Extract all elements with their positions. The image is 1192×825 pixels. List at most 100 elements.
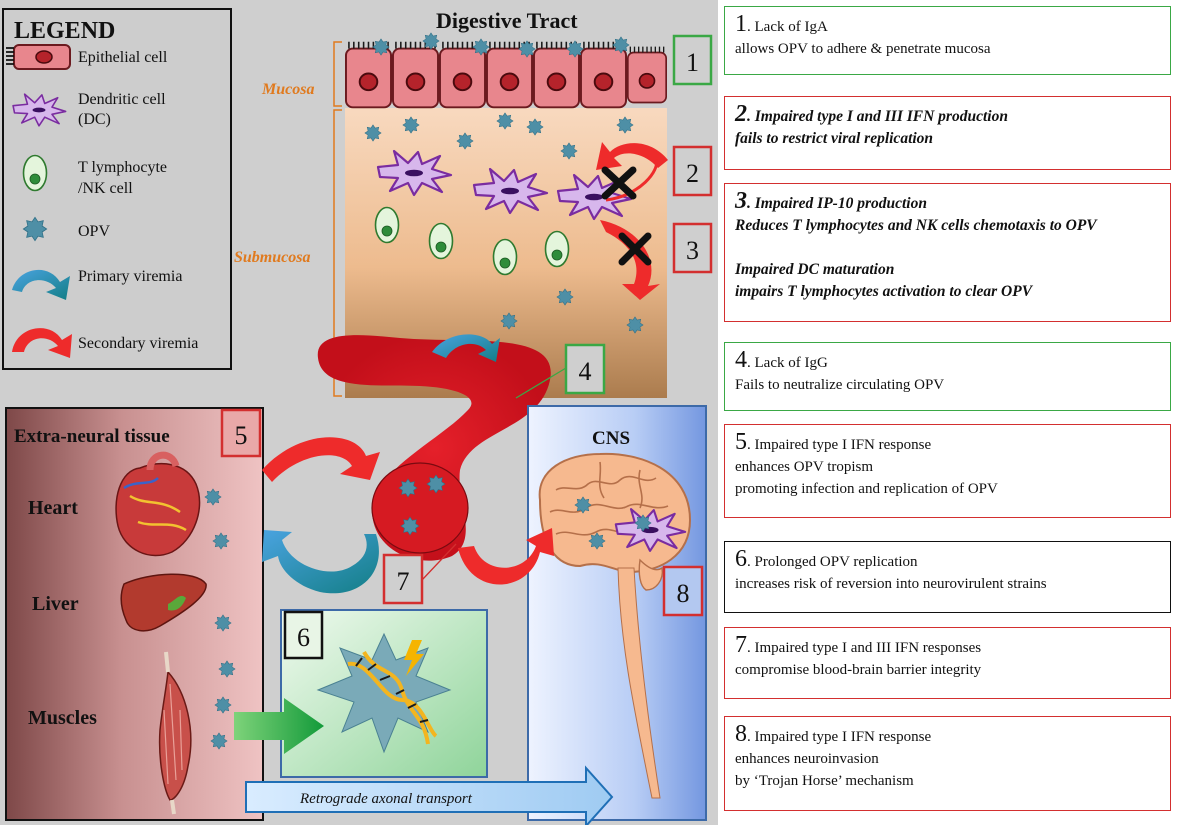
pathogenesis-diagram: LEGEND Epithelial cell Dendritic cell (D… [2, 8, 713, 825]
extra-neural-title: Extra-neural tissue [14, 426, 170, 447]
legend-label-primary: Primary viremia [78, 268, 182, 285]
opv-particle [426, 474, 446, 494]
dna-mutation-icon [347, 640, 438, 745]
blocked-ifn-arrow [596, 142, 668, 170]
note-line: . Impaired type I and III IFN production [747, 108, 1008, 125]
marker-5: 5 [220, 408, 262, 458]
legend-label-nk: /NK cell [78, 180, 133, 197]
note-line: . Impaired IP-10 production [747, 195, 927, 212]
svg-text:8: 8 [677, 579, 690, 608]
note-box-4: 4. Lack of IgG Fails to neutralize circu… [724, 342, 1171, 411]
marker-2: 2 [672, 145, 713, 197]
secondary-viremia-arrow-cns [458, 528, 554, 585]
note-line: Reduces T lymphocytes and NK cells chemo… [735, 217, 1097, 234]
legend-label-tcell: T lymphocyte [78, 159, 167, 176]
digestive-tract-title: Digestive Tract [436, 8, 578, 33]
retrograde-label: Retrograde axonal transport [299, 791, 473, 807]
legend-title: LEGEND [14, 18, 115, 44]
marker-7: 7 [382, 553, 424, 605]
opv-particle [588, 532, 606, 550]
note-line: Fails to neutralize circulating OPV [735, 377, 945, 393]
svg-text:5: 5 [235, 421, 248, 450]
note-line: . Prolonged OPV replication [747, 554, 918, 570]
organ-label-muscles: Muscles [28, 707, 97, 729]
note-line: fails to restrict viral replication [735, 130, 934, 147]
note-line: allows OPV to adhere & penetrate mucosa [735, 41, 991, 57]
note-line: enhances neuroinvasion [735, 751, 879, 767]
epithelial-layer [345, 40, 667, 109]
secondary-viremia-arrow-extra-neural [262, 437, 380, 482]
marker-4: 4 [564, 343, 606, 395]
diagram-area: LEGEND Epithelial cell Dendritic cell (D… [0, 0, 718, 825]
t-lymphocyte [374, 206, 400, 244]
marker-6: 6 [283, 610, 324, 660]
mucosa-label: Mucosa [261, 81, 314, 98]
liver-icon [120, 573, 207, 632]
retrograde-transport-arrow [245, 765, 614, 825]
note-number: 4 [735, 347, 747, 373]
note-number: 2 [735, 101, 747, 127]
legend-label-secondary: Secondary viremia [78, 335, 198, 352]
note-number: 8 [735, 721, 747, 747]
svg-text:2: 2 [686, 159, 699, 188]
legend-label-epithelial: Epithelial cell [78, 49, 168, 66]
note-line: compromise blood-brain barrier integrity [735, 662, 982, 678]
primary-viremia-arrow-icon [12, 269, 70, 300]
note-line: increases risk of reversion into neurovi… [735, 576, 1047, 592]
note-number: 1 [735, 11, 747, 37]
note-box-3: 3. Impaired IP-10 production Reduces T l… [724, 183, 1171, 322]
note-box-1: 1. Lack of IgA allows OPV to adhere & pe… [724, 6, 1171, 75]
primary-viremia-arrow-extra-neural [262, 530, 379, 594]
t-lymphocyte-icon [22, 154, 48, 192]
t-lymphocyte [492, 238, 518, 276]
note-line: Impaired DC maturation [735, 261, 895, 278]
marker-1: 1 [672, 34, 713, 86]
secondary-viremia-arrow-icon [12, 328, 72, 358]
note-line: . Impaired type I IFN response [747, 729, 932, 745]
t-lymphocyte [428, 222, 454, 260]
muscle-icon [158, 651, 192, 815]
note-line: . Lack of IgG [747, 355, 828, 371]
note-line: enhances OPV tropism [735, 459, 874, 475]
epithelial-cell-icon [6, 44, 71, 70]
svg-text:7: 7 [397, 567, 410, 596]
t-lymphocyte [544, 230, 570, 268]
note-box-8: 8. Impaired type I IFN response enhances… [724, 716, 1171, 811]
note-box-2: 2. Impaired type I and III IFN productio… [724, 96, 1171, 170]
legend-label-opv: OPV [78, 223, 110, 240]
marker-3: 3 [672, 222, 713, 274]
note-number: 5 [735, 429, 747, 455]
note-number: 3 [735, 188, 747, 214]
submucosa-label: Submucosa [234, 249, 310, 266]
note-line: by ‘Trojan Horse’ mechanism [735, 773, 914, 789]
note-line: . Lack of IgA [747, 19, 828, 35]
note-line: impairs T lymphocytes activation to clea… [735, 283, 1033, 300]
primary-viremia-arrow [432, 334, 500, 362]
note-line: promoting infection and replication of O… [735, 481, 998, 497]
opv-icon [22, 216, 48, 242]
svg-text:4: 4 [579, 357, 592, 386]
explanation-panel: 1. Lack of IgA allows OPV to adhere & pe… [718, 0, 1192, 825]
note-line: . Impaired type I IFN response [747, 437, 932, 453]
legend-label-dc: Dendritic cell [78, 91, 166, 108]
opv-particle [574, 496, 592, 514]
note-number: 6 [735, 546, 747, 572]
marker-8: 8 [662, 565, 704, 617]
legend-label-dc-abbr: (DC) [78, 111, 111, 128]
svg-text:6: 6 [297, 623, 310, 652]
blocked-chemotaxis-arrow [600, 220, 660, 300]
heart-icon [115, 451, 201, 557]
block-x-icon [601, 166, 637, 200]
legend: LEGEND Epithelial cell Dendritic cell (D… [2, 8, 232, 370]
opv-particle [400, 516, 420, 536]
organ-label-heart: Heart [28, 497, 78, 519]
note-number: 7 [735, 632, 747, 658]
cns-title: CNS [592, 428, 630, 449]
svg-text:1: 1 [686, 48, 699, 77]
note-line [735, 237, 1160, 259]
organ-label-liver: Liver [32, 593, 79, 615]
note-box-7: 7. Impaired type I and III IFN responses… [724, 627, 1171, 699]
block-x-icon [618, 232, 652, 266]
opv-particle [398, 478, 418, 498]
progression-arrow [234, 698, 324, 754]
